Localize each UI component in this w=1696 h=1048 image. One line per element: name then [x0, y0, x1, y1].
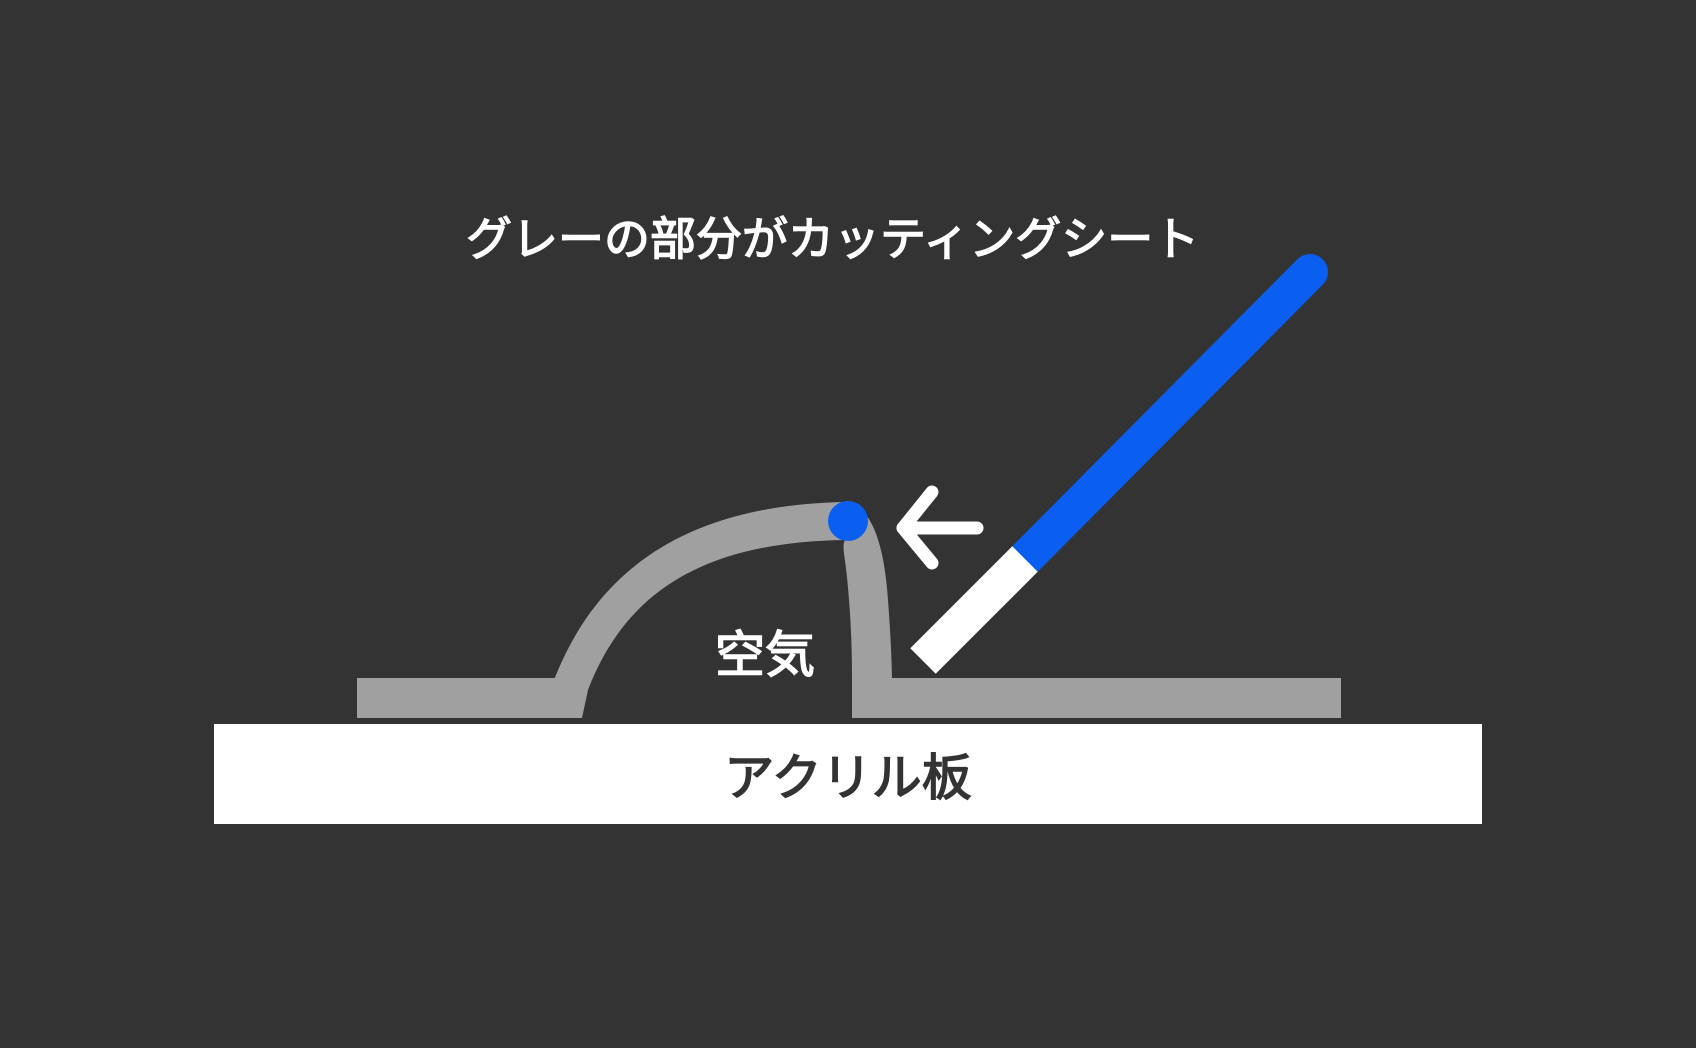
acrylic-plate-label: アクリル板 [724, 749, 972, 807]
sheet-left-flat [357, 678, 580, 718]
arrow-left-icon [896, 485, 984, 570]
squeegee-blade [910, 546, 1038, 674]
acrylic-plate: アクリル板 [214, 724, 1482, 824]
sheet-right-flat [852, 678, 1341, 718]
air-label: 空気 [715, 626, 815, 684]
diagram-caption: グレーの部分がカッティングシート [466, 212, 1200, 266]
contact-point [828, 501, 868, 541]
squeegee-body [1007, 254, 1328, 577]
